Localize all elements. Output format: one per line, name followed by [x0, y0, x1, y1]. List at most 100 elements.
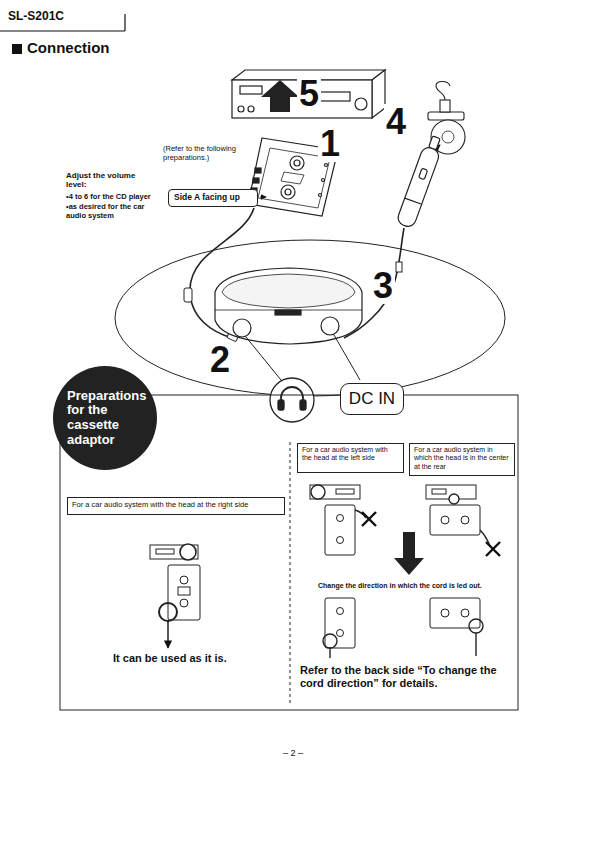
condition-box: For a car audio system with the head at … [297, 443, 404, 473]
cassette-icon [180, 599, 188, 607]
headphone-symbol [300, 400, 306, 410]
model-number: SL-S201C [8, 10, 64, 24]
car-stereo [238, 106, 244, 112]
cd-player [275, 310, 301, 315]
cigarette-lighter [428, 82, 465, 155]
deck-icon [449, 494, 459, 504]
car-stereo [232, 70, 385, 118]
change-arrow [394, 532, 424, 575]
callout-number: 3 [371, 268, 395, 304]
cassette-adaptor [294, 160, 300, 166]
cross-mark [362, 512, 376, 526]
cassette-adaptor [290, 156, 304, 170]
car-stereo [240, 86, 262, 94]
cassette-adaptor [255, 168, 261, 173]
headphone-symbol [270, 378, 314, 422]
cd-player [321, 317, 339, 335]
condition-box: For a car audio system in which the head… [409, 443, 515, 476]
cassette-icon [159, 603, 177, 621]
section-title: Connection [27, 39, 110, 56]
cassette-adaptor [253, 178, 259, 183]
callout-number: 4 [384, 104, 408, 140]
node-text: Preparations for the cassette adaptor [67, 389, 151, 447]
callout-number: 1 [318, 126, 342, 162]
panel-divider [290, 442, 291, 706]
deck-icon [156, 549, 174, 554]
car-stereo [248, 106, 254, 112]
instruction-text: Change the direction in which the cord i… [318, 582, 482, 590]
deck-icon [337, 537, 344, 544]
cassette-adaptor [322, 179, 325, 182]
correct-cord [330, 633, 476, 658]
cassette-icon [180, 576, 188, 584]
cd-player [222, 274, 355, 308]
callout-leader [246, 337, 281, 380]
cigarette-lighter [428, 112, 464, 120]
cross-mark [486, 542, 500, 556]
deck-icon [336, 489, 354, 494]
title-bullet [12, 44, 22, 54]
cassette-adaptor [285, 189, 291, 195]
cd-player [215, 268, 362, 344]
header-rule [0, 30, 125, 31]
car-plug [405, 198, 422, 204]
headphone-symbol [278, 400, 284, 410]
cassette-icon [323, 598, 483, 648]
correct-cord [329, 648, 330, 658]
cassette-adaptor [281, 172, 304, 184]
cd-player [215, 268, 362, 344]
cigarette-lighter [442, 131, 454, 143]
cassette-icon [441, 609, 449, 617]
deck-icon [337, 515, 344, 522]
section-badge: Preparations for the cassette adaptor [53, 366, 157, 470]
deck-icon [430, 505, 480, 535]
cassette-icon [325, 598, 355, 648]
cd-oval [115, 240, 505, 396]
car-plug [419, 168, 428, 179]
cd-player [233, 319, 251, 337]
cassette-icon [461, 609, 469, 617]
instruction-text: Adjust the volume level: [66, 171, 150, 189]
note-text: (Refer to the following preparations.) [163, 145, 243, 162]
cassette-icon [337, 608, 344, 615]
label-box: Side A facing up [168, 189, 258, 207]
deck-icon [311, 485, 325, 499]
node-text: For a car audio system in which the head… [414, 446, 510, 471]
wrong-cord [355, 510, 490, 546]
jack-label-box: DC IN [340, 383, 404, 415]
deck-icon [310, 485, 480, 555]
insert-arrow [261, 80, 299, 112]
cassette-icon [178, 587, 190, 595]
cassette-adaptor [325, 164, 328, 167]
instruction-text: •4 to 6 for the CD player [66, 193, 170, 202]
cassette-icon [159, 565, 200, 621]
deck-icon [310, 485, 360, 499]
deck-icon [432, 489, 446, 494]
cassette-adaptor [281, 185, 295, 199]
cassette-icon [168, 565, 200, 620]
callout-number: 5 [297, 76, 321, 112]
cross-mark [362, 512, 500, 556]
cigarette-lighter [440, 100, 450, 112]
page-number: – 2 – [283, 748, 303, 758]
callout-leader [246, 335, 360, 380]
cross-mark [362, 512, 376, 526]
deck-icon [150, 544, 198, 560]
cigarette-lighter [436, 82, 450, 101]
node-text: For a car audio system with the head at … [302, 446, 399, 463]
node-text: For a car audio system with the head at … [72, 500, 280, 509]
deck-icon [441, 516, 449, 524]
mini-plug [184, 288, 192, 302]
deck-icon [180, 544, 196, 560]
cassette-icon [323, 634, 337, 648]
reference-text: Refer to the back side “To change the co… [300, 664, 514, 689]
node-text: Side A facing up [174, 192, 252, 202]
condition-box: For a car audio system with the head at … [67, 497, 285, 515]
header-rule [124, 14, 125, 31]
result-arrow [167, 621, 168, 648]
cassette-icon [469, 619, 483, 633]
correct-cord [475, 633, 476, 656]
cassette-icon [337, 630, 344, 637]
deck-icon [325, 505, 355, 555]
